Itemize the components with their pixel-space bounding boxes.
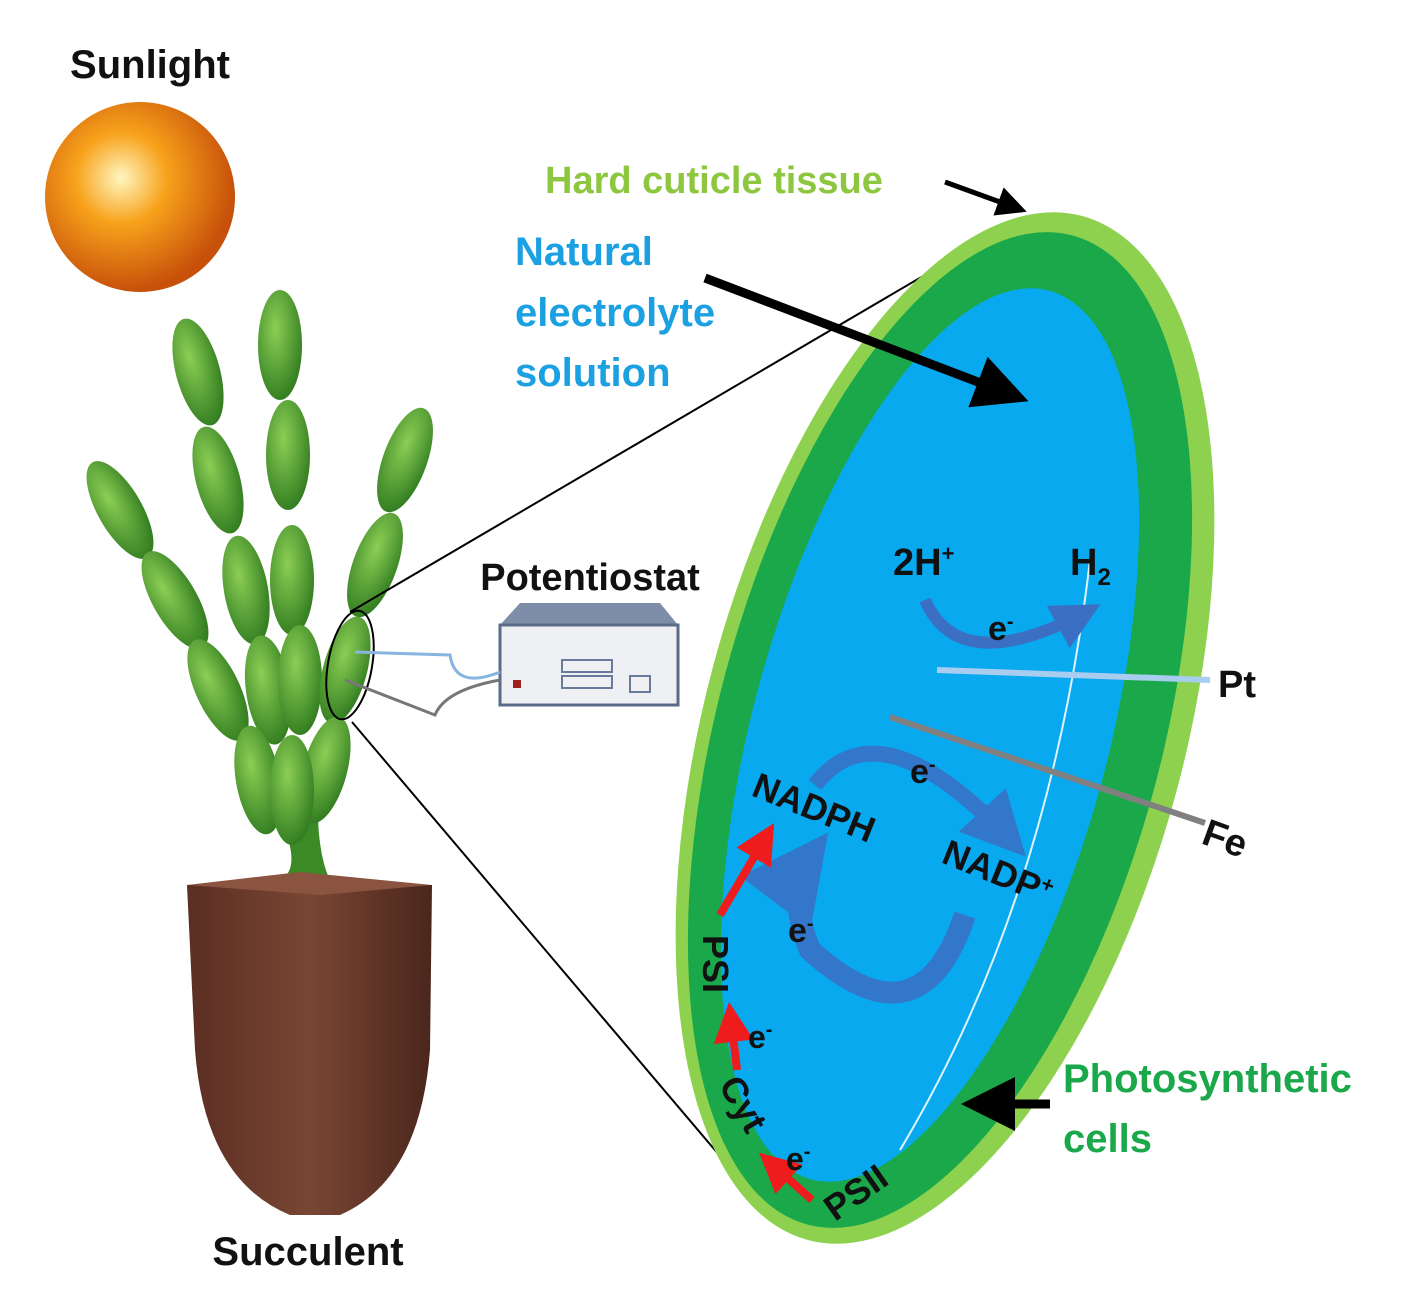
electrolyte-label-1: Natural bbox=[515, 230, 653, 274]
sun-icon bbox=[45, 102, 235, 292]
proton-label: 2H+ bbox=[893, 541, 954, 584]
fe-wire bbox=[344, 678, 501, 717]
nadp-reduction-arrow bbox=[740, 832, 976, 1004]
hard-cuticle-label: Hard cuticle tissue bbox=[545, 160, 883, 202]
electron-label: e- bbox=[988, 610, 1014, 648]
electron-label: e- bbox=[786, 1141, 810, 1177]
electrolyte-label-3: solution bbox=[515, 351, 671, 395]
photosynthetic-label-1: Photosynthetic bbox=[1063, 1057, 1352, 1101]
fe-electrode bbox=[889, 714, 1206, 826]
hydrogen-label: H2 bbox=[1070, 542, 1111, 591]
zoom-circle bbox=[325, 609, 375, 721]
psi-label: PSI bbox=[695, 935, 736, 993]
potentiostat-label: Potentiostat bbox=[480, 557, 700, 599]
sunlight-label: Sunlight bbox=[70, 43, 230, 87]
succulent-label: Succulent bbox=[212, 1230, 403, 1274]
cyt-to-psi-arrow bbox=[713, 1002, 754, 1071]
zoom-line-top bbox=[349, 227, 1006, 613]
nadph-oxidation-arrow bbox=[808, 745, 1026, 857]
electrolyte-label-2: electrolyte bbox=[515, 291, 715, 335]
psii-to-cyt-arrow bbox=[759, 1152, 815, 1203]
h2-evolution-arrow bbox=[919, 597, 1101, 649]
electrolyte-arrow bbox=[703, 273, 1029, 408]
photosynthetic-label-2: cells bbox=[1063, 1117, 1152, 1161]
potentiostat-device bbox=[498, 603, 680, 707]
succulent-plant bbox=[86, 290, 433, 880]
pt-electrode bbox=[936, 667, 1211, 683]
psi-to-nadph-arrow bbox=[716, 823, 775, 918]
pt-label: Pt bbox=[1218, 664, 1256, 706]
electron-label: e- bbox=[748, 1019, 772, 1055]
pot bbox=[187, 885, 432, 1215]
pt-wire bbox=[354, 650, 501, 680]
electron-label: e- bbox=[788, 912, 814, 950]
zoom-line-bottom bbox=[351, 721, 771, 1216]
electron-label: e- bbox=[910, 753, 936, 791]
cuticle-arrow bbox=[944, 179, 1027, 216]
